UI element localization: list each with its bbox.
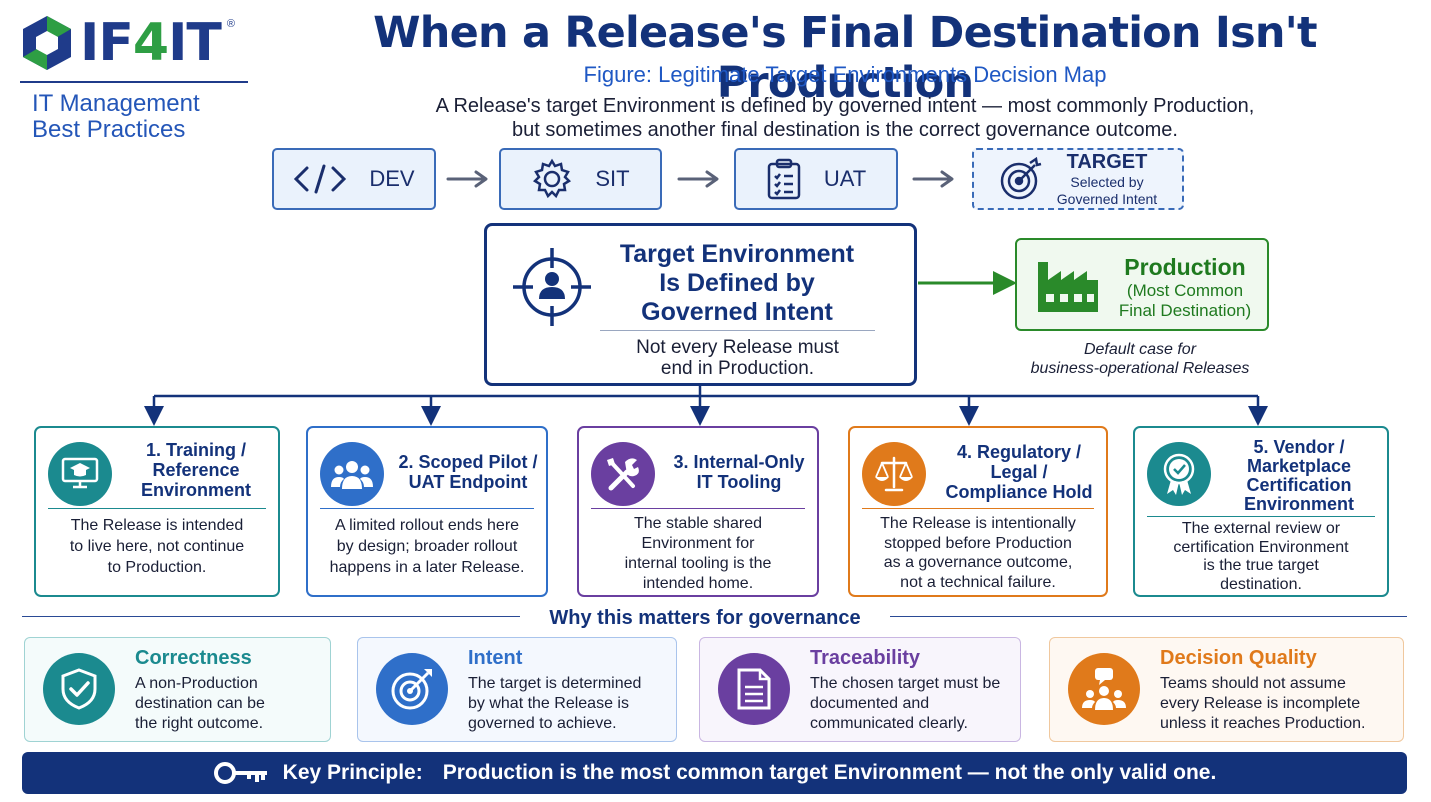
stage-label: UAT [823,166,867,191]
certificate-badge-icon [1147,442,1211,506]
key-principle-label: Key Principle: [282,761,423,784]
option-divider [1147,516,1375,517]
production-label: Production (Most Common Final Destinatio… [1118,254,1252,320]
key-principle-bar: Key Principle: Production is the most co… [22,752,1407,794]
target-arrow-icon [376,653,448,725]
option-card-scoped-pilot: 2. Scoped Pilot / UAT Endpoint A limited… [306,426,548,597]
why-card-title: Correctness [135,647,252,669]
shield-check-icon [43,653,115,725]
option-body: The Release is intentionally stopped bef… [880,515,1076,591]
team-chat-icon [1068,653,1140,725]
central-decision-box: Target Environment Is Defined by Governe… [484,223,917,386]
key-icon [213,762,267,784]
option-title: 5. Vendor / Marketplace Certification En… [1243,437,1354,514]
option-card-vendor-certification: 5. Vendor / Marketplace Certification En… [1133,426,1389,597]
option-divider [48,508,266,509]
why-card-decision-quality: Decision Quality Teams should not assume… [1049,637,1404,742]
option-body: The Release is intended to live here, no… [69,517,245,576]
logo-underline [20,81,248,83]
target-icon [1000,157,1042,200]
option-title: 3. Internal-Only IT Tooling [673,452,805,492]
production-box: Production (Most Common Final Destinatio… [1015,238,1269,331]
group-icon [320,442,384,506]
page-title: When a Release's Final Destination Isn't… [373,8,1317,108]
why-card-title: Decision Quality [1160,647,1317,669]
flow-arrow-3 [912,170,954,188]
logo-wordmark: IF4IT [80,13,222,73]
document-icon [718,653,790,725]
tools-icon [591,442,655,506]
option-card-internal-tooling: 3. Internal-Only IT Tooling The stable s… [577,426,819,597]
option-body: A limited rollout ends here by design; b… [329,517,525,576]
stage-sit: SIT [499,148,662,210]
central-note: Not every Release must end in Production… [636,337,839,379]
logo-tagline: IT Management Best Practices [32,90,200,143]
central-divider [600,330,875,331]
why-card-body: The chosen target must be documented and… [810,675,1001,732]
target-label: TARGET Selected by Governed Intent [1056,150,1158,207]
why-card-body: A non-Production destination can be the … [135,675,265,732]
code-icon [294,164,347,194]
option-title: 1. Training / Reference Environment [140,440,251,500]
flow-arrow-1 [446,170,488,188]
option-body: The stable shared Environment for intern… [624,515,772,592]
option-body: The external review or certification Env… [1173,520,1349,593]
description: A Release's target Environment is define… [435,95,1255,141]
flow-arrow-2 [677,170,719,188]
why-card-traceability: Traceability The chosen target must be d… [699,637,1021,742]
central-title: Target Environment Is Defined by Governe… [619,240,855,326]
why-card-body: The target is determined by what the Rel… [468,675,642,732]
option-title: 4. Regulatory / Legal / Compliance Hold [945,442,1093,502]
option-divider [591,508,805,509]
option-card-training: 1. Training / Reference Environment The … [34,426,280,597]
why-card-intent: Intent The target is determined by what … [357,637,677,742]
why-title: Why this matters for governance [520,607,890,630]
why-card-title: Intent [468,647,523,669]
stage-label: DEV [369,166,415,191]
gear-icon [533,158,572,199]
option-divider [862,508,1094,509]
option-divider [320,508,534,509]
why-card-correctness: Correctness A non-Production destination… [24,637,331,742]
production-note: Default case for business-operational Re… [1030,341,1250,377]
key-principle-text: Production is the most common target Env… [442,761,1217,784]
stage-uat: UAT [734,148,898,210]
option-card-regulatory-hold: 4. Regulatory / Legal / Compliance Hold … [848,426,1108,597]
stage-target: TARGET Selected by Governed Intent [972,148,1184,210]
stage-dev: DEV [272,148,436,210]
option-title: 2. Scoped Pilot / UAT Endpoint [398,452,538,492]
stage-label: SIT [595,166,630,191]
clipboard-icon [767,158,801,200]
figure-subtitle: Figure: Legitimate Target Environments D… [583,62,1107,87]
scales-icon [862,442,926,506]
why-card-body: Teams should not assume every Release is… [1160,675,1366,732]
why-card-title: Traceability [810,647,921,669]
crosshair-person-icon [513,248,591,326]
registered-mark: ® [226,18,235,30]
logo: IF4IT ® IT Management Best Practices [20,14,255,143]
factory-icon [1038,262,1098,312]
monitor-graduation-icon [48,442,112,506]
hexagon-logo-icon [23,16,71,70]
